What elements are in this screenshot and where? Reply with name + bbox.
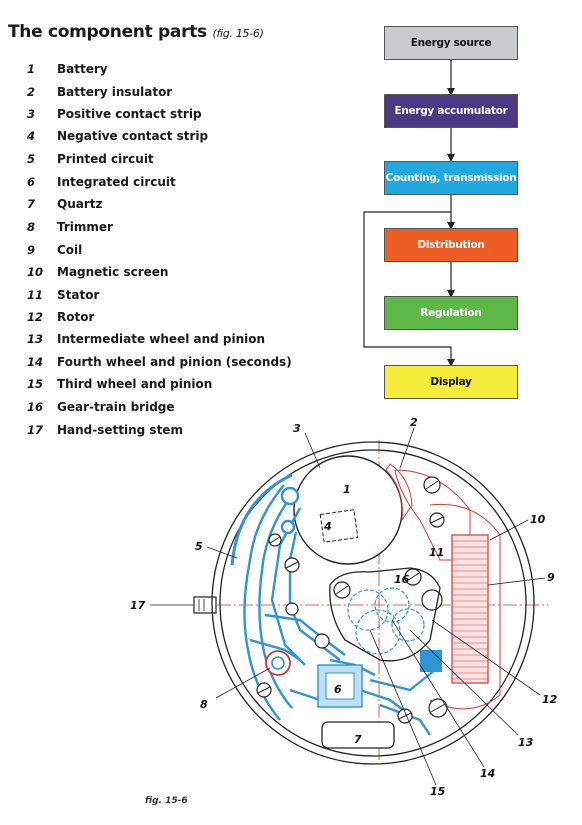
battery-insulator: [385, 463, 413, 521]
screw-slots: [257, 480, 446, 720]
callout-1: 1: [343, 483, 351, 496]
intermediate-wheel: [355, 609, 401, 655]
part-number: 5: [27, 152, 36, 166]
rotor-pad: [420, 650, 442, 672]
part-number: 15: [27, 377, 44, 391]
flow-box-distribution: Distribution: [384, 228, 518, 262]
callout-16: 16: [394, 573, 410, 586]
part-number: 4: [27, 129, 36, 143]
flow-box-counting-transmission: Counting, transmission: [384, 161, 518, 195]
part-number: 2: [27, 85, 36, 99]
callout-5: 5: [195, 540, 203, 553]
wheel-dashed: [391, 608, 425, 642]
part-label: Coil: [57, 243, 83, 257]
callout-4: 4: [323, 520, 332, 533]
part-label: Battery insulator: [57, 85, 173, 99]
coil: [451, 534, 489, 684]
part-number: 7: [27, 197, 36, 211]
part-label: Printed circuit: [57, 152, 154, 166]
positive-contact-pad: [280, 486, 300, 506]
part-number: 14: [27, 355, 44, 369]
part-label: Integrated circuit: [57, 175, 176, 189]
part-label: Fourth wheel and pinion (seconds): [57, 355, 292, 369]
part-number: 13: [27, 332, 44, 346]
part-number: 6: [27, 175, 36, 189]
callout-10: 10: [530, 513, 546, 526]
part-label: Negative contact strip: [57, 129, 209, 143]
title-figure-ref: (fig. 15-6): [212, 27, 264, 40]
part-label: Magnetic screen: [57, 265, 169, 279]
part-label: Rotor: [57, 310, 95, 324]
flow-box-display: Display: [384, 365, 518, 399]
part-number: 11: [27, 288, 44, 302]
callout-6: 6: [334, 683, 342, 696]
printed-circuit-edge: [230, 473, 293, 566]
flow-box-energy-accumulator: Energy accumulator: [384, 94, 518, 128]
callout-2: 2: [410, 416, 418, 429]
gear-train-bridge: [329, 567, 441, 662]
part-label: Third wheel and pinion: [57, 377, 213, 391]
flow-box-energy-source: Energy source: [384, 26, 518, 60]
part-label: Quartz: [57, 197, 103, 211]
movement-plate-outline: [219, 449, 527, 757]
part-number: 1: [27, 62, 36, 76]
flow-box-regulation: Regulation: [384, 296, 518, 330]
part-number: 8: [27, 220, 36, 234]
part-label: Gear-train bridge: [57, 400, 175, 414]
part-number: 9: [27, 243, 36, 257]
part-label: Positive contact strip: [57, 107, 202, 121]
callout-11: 11: [429, 546, 444, 559]
part-label: Hand-setting stem: [57, 423, 183, 437]
third-wheel: [347, 589, 389, 631]
callout-9: 9: [547, 571, 555, 584]
integrated-circuit-die: [325, 672, 355, 700]
fourth-wheel: [374, 587, 410, 623]
callout-14: 14: [480, 767, 495, 780]
battery: [293, 455, 403, 565]
negative-contact-strip: [319, 509, 359, 543]
flow-bypass-arrow: [363, 211, 455, 367]
page-title: The component parts (fig. 15-6): [8, 22, 264, 42]
title-text: The component parts: [8, 22, 207, 42]
callout-17: 17: [130, 599, 146, 612]
leader-lines: [150, 427, 546, 786]
part-label: Intermediate wheel and pinion: [57, 332, 266, 346]
part-label: Trimmer: [57, 220, 113, 234]
part-number: 12: [27, 310, 44, 324]
contact-pad: [280, 519, 296, 535]
part-label: Stator: [57, 288, 100, 302]
part-number: 3: [27, 107, 36, 121]
part-number: 10: [27, 265, 44, 279]
callout-12: 12: [542, 693, 558, 706]
callout-13: 13: [518, 736, 534, 749]
case-outer-ring: [211, 441, 535, 765]
callout-15: 15: [430, 785, 446, 798]
figure-caption: fig. 15-6: [145, 796, 188, 806]
coil-windings: [452, 540, 488, 680]
part-number: 17: [27, 423, 44, 437]
trimmer-core: [271, 656, 285, 670]
callout-8: 8: [200, 698, 208, 711]
callout-3: 3: [293, 422, 301, 435]
part-label: Battery: [57, 62, 108, 76]
callout-7: 7: [354, 733, 362, 746]
quartz: [321, 721, 395, 749]
part-number: 16: [27, 400, 44, 414]
